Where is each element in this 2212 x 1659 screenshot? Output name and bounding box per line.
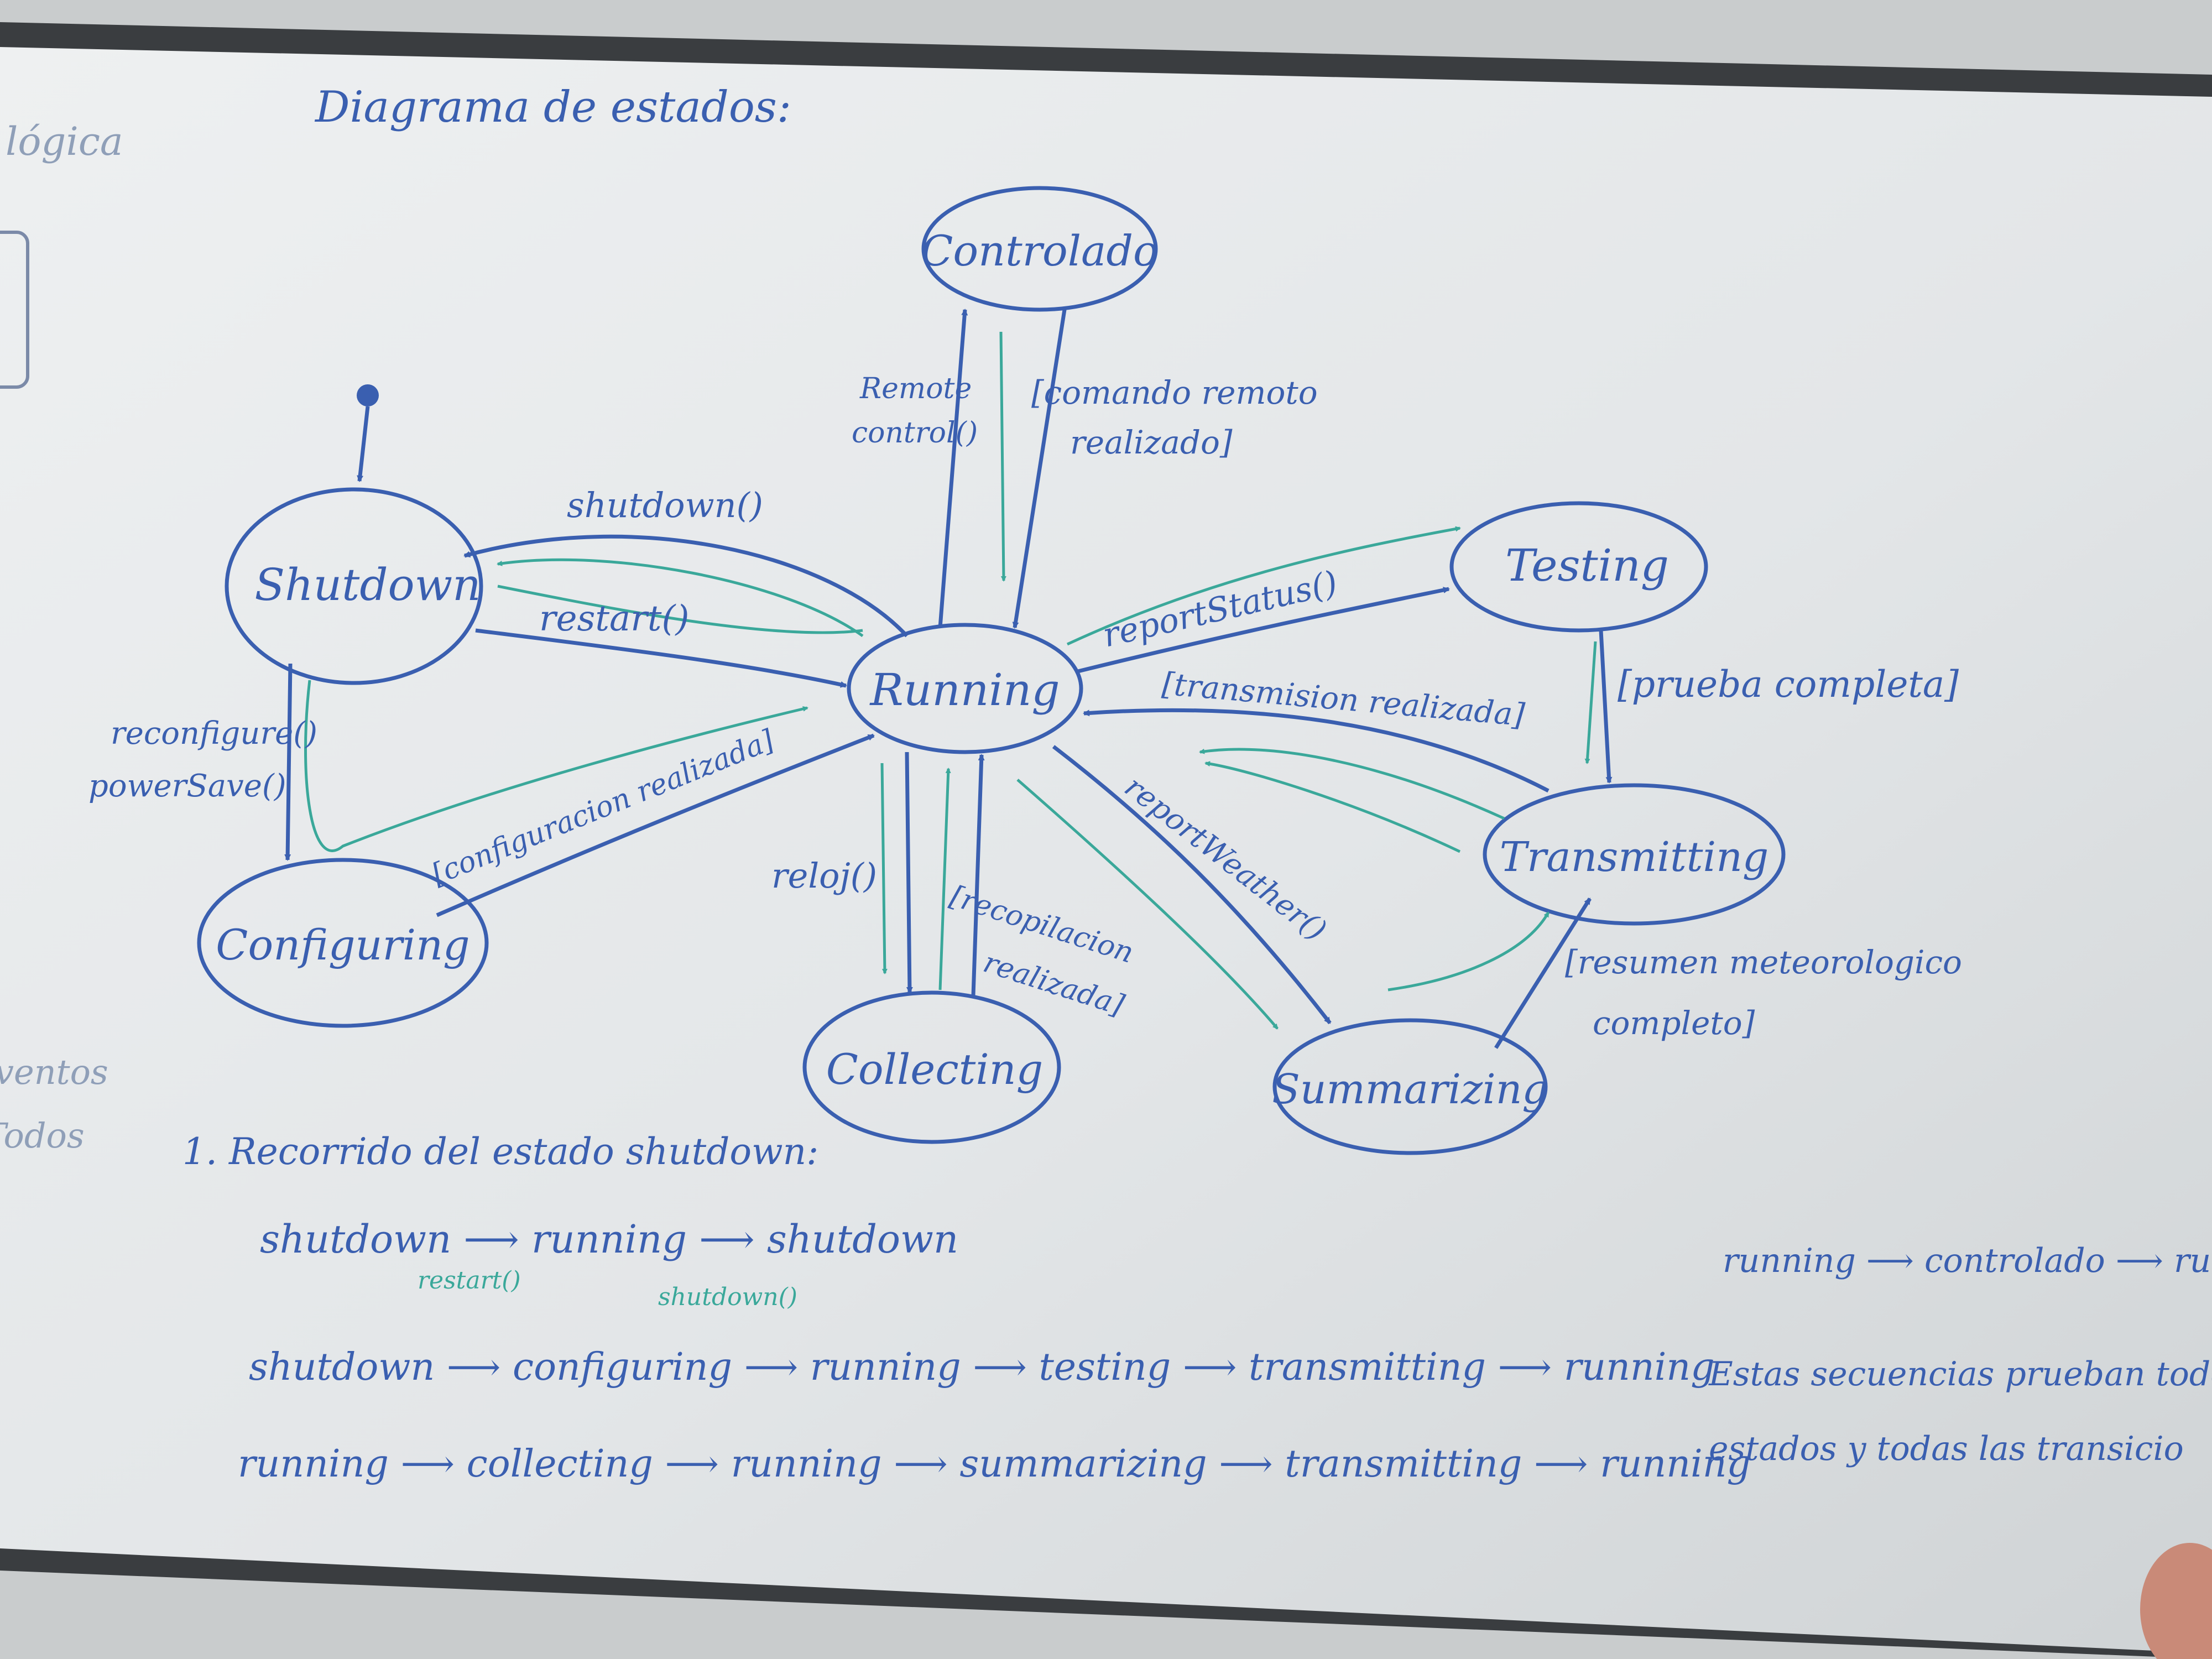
arrow-running-to-shutdown	[463, 534, 909, 638]
label-resumen-line1: [resumen meteorologico	[1565, 943, 1962, 981]
margin-note-todos: Todos	[0, 1115, 85, 1156]
hand-shape	[2140, 1543, 2212, 1659]
label-reconfigure-line2: powerSave()	[88, 768, 286, 804]
label-remote-line1: Remote	[859, 372, 972, 405]
board-top-frame	[0, 22, 2212, 97]
arrow-transmitting-to-running	[1083, 708, 1550, 793]
left-fragment: lógica	[6, 119, 123, 164]
svg-text:Transmitting: Transmitting	[1500, 833, 1769, 881]
state-shutdown: Shutdown	[225, 487, 483, 685]
label-resumen-line2: completo]	[1593, 1004, 1755, 1042]
arrow-controlado-to-running	[1012, 309, 1067, 629]
arrow-running-to-controlado	[938, 309, 968, 628]
sequence-1-label-b: shutdown()	[658, 1283, 797, 1311]
arrow-running-to-summarizing	[1052, 745, 1332, 1025]
arrow-shutdown-to-configuring	[284, 663, 293, 861]
arrow-shutdown-to-running	[475, 628, 847, 688]
margin-note-eventos: ventos	[0, 1052, 108, 1092]
label-shutdown-call: shutdown()	[567, 485, 763, 525]
initial-state-dot	[357, 384, 379, 406]
state-summarizing: Summarizing	[1272, 1018, 1548, 1155]
green-traced-path	[304, 331, 1597, 1030]
notes-heading: 1. Recorrido del estado shutdown:	[182, 1130, 818, 1173]
label-comando-line1: [comando remoto	[1031, 374, 1318, 411]
svg-text:Controlado: Controlado	[921, 226, 1159, 275]
state-controlado: Controlado	[921, 186, 1159, 312]
right-note-line2: estados y todas las transicio	[1709, 1430, 2184, 1468]
state-running: Running	[847, 623, 1083, 754]
sequence-3: running ⟶ collecting ⟶ running ⟶ summari…	[238, 1442, 1751, 1486]
arrow-summarizing-to-transmitting	[1494, 898, 1592, 1049]
svg-text:Collecting: Collecting	[826, 1045, 1044, 1094]
arrow-configuring-to-running	[436, 733, 875, 917]
label-reloj: reloj()	[771, 855, 877, 896]
arrow-testing-to-transmitting	[1599, 630, 1613, 784]
right-sequence: running ⟶ controlado ⟶ runnin	[1723, 1241, 2212, 1280]
state-transmitting: Transmitting	[1483, 783, 1786, 926]
svg-text:Summarizing: Summarizing	[1272, 1066, 1548, 1113]
board-surface	[0, 33, 2212, 1659]
label-reconfigure-line1: reconfigure()	[111, 716, 317, 752]
sequence-2: shutdown ⟶ configuring ⟶ running ⟶ testi…	[249, 1345, 1715, 1389]
label-comando-line2: realizado]	[1070, 424, 1233, 461]
label-prueba-completa: [prueba completa]	[1618, 663, 1959, 706]
sequence-1-label-a: restart()	[418, 1266, 521, 1295]
state-configuring: Configuring	[197, 858, 489, 1028]
arrow-running-to-collecting	[905, 752, 913, 994]
initial-state-arrow	[357, 406, 370, 482]
diagram-title: Diagrama de estados:	[314, 82, 791, 132]
right-note-line1: Estas secuencias prueban todos	[1708, 1355, 2212, 1394]
arrow-collecting-to-running	[971, 754, 985, 996]
arrow-running-to-testing	[1075, 587, 1450, 674]
state-collecting: Collecting	[802, 990, 1061, 1144]
svg-text:Shutdown: Shutdown	[254, 559, 481, 611]
sequence-1: shutdown ⟶ running ⟶ shutdown	[260, 1217, 958, 1262]
state-testing: Testing	[1449, 501, 1708, 633]
label-remote-line2: control()	[852, 416, 978, 450]
svg-text:Configuring: Configuring	[216, 920, 469, 969]
label-restart-call: restart()	[539, 598, 689, 639]
board-bottom-frame	[0, 1548, 2212, 1659]
svg-text:Running: Running	[869, 664, 1060, 716]
svg-text:Testing: Testing	[1505, 540, 1669, 591]
left-margin-box	[0, 231, 29, 389]
